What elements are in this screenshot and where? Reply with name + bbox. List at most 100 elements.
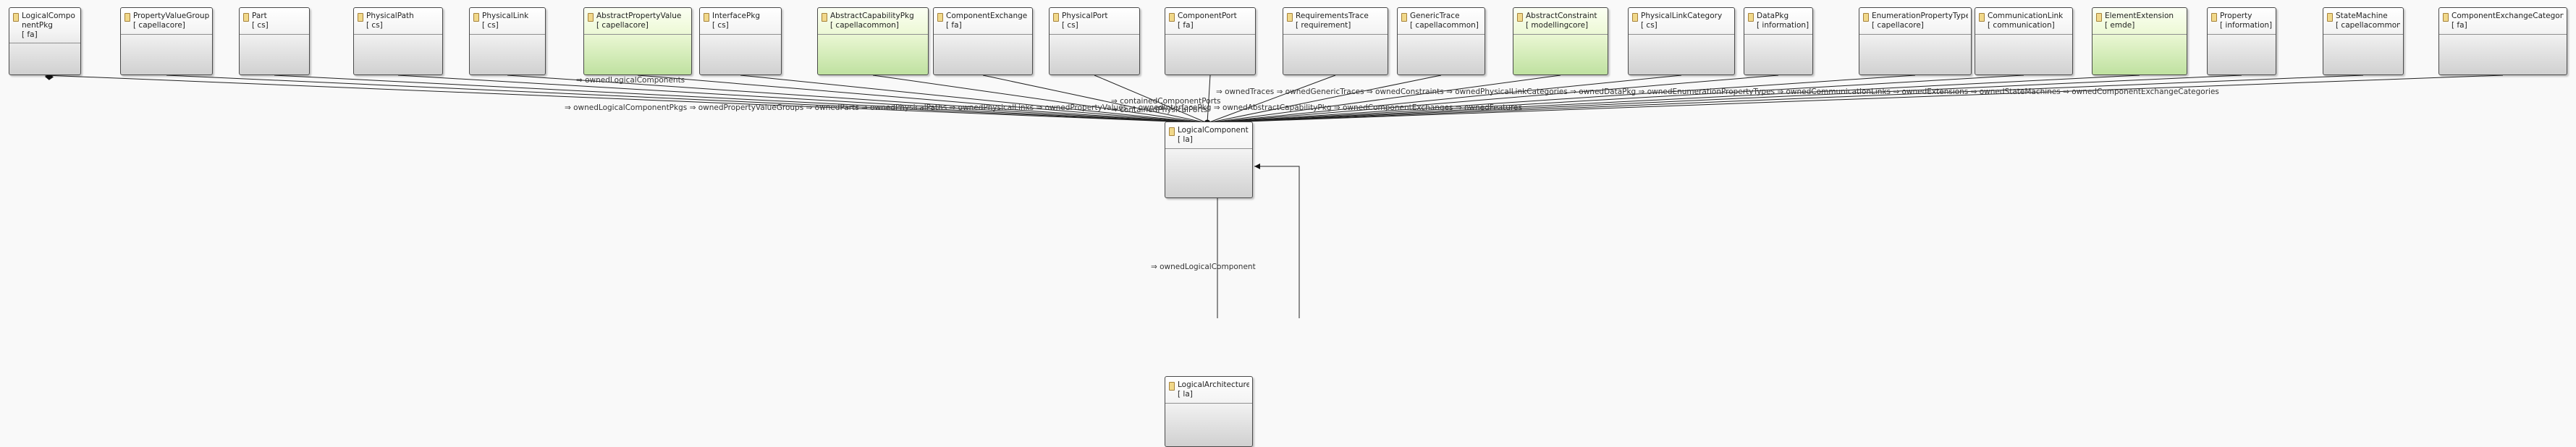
node-text: PhysicalPath[ cs]	[366, 12, 439, 30]
class-icon	[1748, 13, 1754, 22]
class-icon	[1517, 13, 1523, 22]
node-header: AbstractConstraint[ modellingcore]	[1517, 12, 1605, 30]
composition-edge-property-value-group[interactable]	[166, 74, 1208, 124]
class-package: [ capellacore]	[596, 21, 649, 30]
class-node-physical-link-category[interactable]: PhysicalLinkCategory[ cs]	[1628, 7, 1735, 75]
composition-edge-physical-link[interactable]	[507, 74, 1208, 124]
composition-edge-physical-link-category[interactable]	[1207, 74, 1682, 124]
node-header: CommunicationLink[ communication]	[1979, 12, 2069, 30]
class-name: ComponentExchange	[946, 12, 1028, 20]
class-node-enumeration-property-type[interactable]: EnumerationPropertyType[ capellacore]	[1859, 7, 1972, 75]
class-node-communication-link[interactable]: CommunicationLink[ communication]	[1975, 7, 2073, 75]
class-icon	[13, 13, 19, 22]
composition-edge-abstract-capability-pkg[interactable]	[872, 74, 1208, 124]
class-node-physical-path[interactable]: PhysicalPath[ cs]	[353, 7, 443, 75]
class-package: [ emde]	[2105, 21, 2135, 30]
class-name: StateMachine	[2336, 12, 2388, 20]
composition-edge-property[interactable]	[1207, 74, 2242, 124]
composition-edge-component-exchange-category[interactable]	[1207, 74, 2504, 124]
composition-edge-part[interactable]	[274, 74, 1208, 124]
node-text: Property[ information]	[2220, 12, 2273, 30]
node-header: PhysicalLinkCategory[ cs]	[1632, 12, 1731, 30]
class-name: InterfacePkg	[712, 12, 761, 20]
class-node-part[interactable]: Part[ cs]	[239, 7, 310, 75]
compartment-divider	[934, 34, 1032, 35]
composition-edge-abstract-constraint[interactable]	[1207, 74, 1561, 124]
class-icon	[1053, 13, 1059, 22]
class-package: [ la]	[1178, 135, 1193, 144]
composition-edge-component-exchange[interactable]	[982, 74, 1208, 124]
class-package: [ capellacore]	[133, 21, 185, 30]
composition-edge-owned-logical-components[interactable]	[1230, 166, 1300, 318]
compartment-divider	[1629, 34, 1734, 35]
node-header: ElementExtension[ emde]	[2096, 12, 2184, 30]
class-node-logical-component[interactable]: LogicalComponent[ la]	[1165, 122, 1253, 198]
class-node-element-extension[interactable]: ElementExtension[ emde]	[2092, 7, 2187, 75]
class-name: PhysicalPort	[1062, 12, 1108, 20]
node-header: PhysicalPath[ cs]	[358, 12, 439, 30]
class-package: [ capellacommon]	[830, 21, 899, 30]
class-package: [ fa]	[22, 30, 38, 39]
class-node-logical-architecture[interactable]: LogicalArchitecture[ la]	[1165, 376, 1253, 447]
class-name: LogicalComponentPkg	[22, 12, 75, 30]
composition-edge-data-pkg[interactable]	[1207, 74, 1779, 124]
composition-edge-physical-port[interactable]	[1094, 74, 1208, 124]
compartment-divider	[121, 34, 212, 35]
composition-edge-communication-link[interactable]	[1207, 74, 2024, 124]
compartment-divider	[2323, 34, 2403, 35]
node-header: ComponentExchange[ fa]	[937, 12, 1029, 30]
composition-edge-state-machine[interactable]	[1207, 74, 2364, 124]
compartment-divider	[700, 34, 781, 35]
class-icon	[1863, 13, 1869, 22]
composition-edge-requirements-trace[interactable]	[1207, 74, 1336, 124]
class-package: [ information]	[2220, 21, 2273, 30]
node-text: PhysicalLinkCategory[ cs]	[1641, 12, 1731, 30]
class-icon	[2096, 13, 2102, 22]
compartment-divider	[1283, 34, 1388, 35]
node-text: StateMachine[ capellacommon]	[2336, 12, 2400, 30]
edge-label-owned-logical-components: ⇒ ownedLogicalComponents	[576, 76, 685, 85]
composition-edge-element-extension[interactable]	[1207, 74, 2140, 124]
class-name: RequirementsTrace	[1296, 12, 1369, 20]
class-node-physical-link[interactable]: PhysicalLink[ cs]	[469, 7, 546, 75]
class-node-data-pkg[interactable]: DataPkg[ information]	[1744, 7, 1813, 75]
class-name: ElementExtension	[2105, 12, 2174, 20]
composition-edge-enumeration-property-type[interactable]	[1207, 74, 1916, 124]
node-text: InterfacePkg[ cs]	[712, 12, 778, 30]
class-node-property[interactable]: Property[ information]	[2207, 7, 2276, 75]
node-text: RequirementsTrace[ requirement]	[1296, 12, 1385, 30]
class-node-component-port[interactable]: ComponentPort[ fa]	[1165, 7, 1256, 75]
class-name: EnumerationPropertyType	[1872, 12, 1968, 20]
composition-edge-abstract-property-value[interactable]	[637, 74, 1208, 124]
class-node-abstract-capability-pkg[interactable]: AbstractCapabilityPkg[ capellacommon]	[817, 7, 929, 75]
class-node-interface-pkg[interactable]: InterfacePkg[ cs]	[699, 7, 782, 75]
diagram-canvas: ⇒ ownedLogicalComponents⇒ ownedLogicalCo…	[9, 7, 2567, 447]
class-node-state-machine[interactable]: StateMachine[ capellacommon]	[2323, 7, 2404, 75]
class-icon	[2443, 13, 2449, 22]
composition-edge-component-port[interactable]	[1207, 74, 1211, 124]
node-header: GenericTrace[ capellacommon]	[1401, 12, 1482, 30]
class-node-abstract-property-value[interactable]: AbstractPropertyValue[ capellacore]	[583, 7, 692, 75]
class-package: [ capellacommon]	[2336, 21, 2400, 30]
node-text: ComponentExchange[ fa]	[946, 12, 1029, 30]
composition-edge-interface-pkg[interactable]	[740, 74, 1208, 124]
compartment-divider	[1975, 34, 2072, 35]
composition-edge-physical-path[interactable]	[397, 74, 1208, 124]
class-node-logical-component-pkg[interactable]: LogicalComponentPkg[ fa]	[9, 7, 81, 75]
composition-edge-generic-trace[interactable]	[1207, 74, 1442, 124]
class-node-requirements-trace[interactable]: RequirementsTrace[ requirement]	[1283, 7, 1388, 75]
class-icon	[2211, 13, 2217, 22]
arrow-head-left	[1254, 163, 1260, 169]
class-node-generic-trace[interactable]: GenericTrace[ capellacommon]	[1397, 7, 1485, 75]
class-name: PhysicalPath	[366, 12, 414, 20]
class-name: AbstractConstraint	[1526, 12, 1597, 20]
class-node-physical-port[interactable]: PhysicalPort[ cs]	[1049, 7, 1140, 75]
class-node-property-value-group[interactable]: PropertyValueGroup[ capellacore]	[120, 7, 213, 75]
class-node-component-exchange[interactable]: ComponentExchange[ fa]	[933, 7, 1033, 75]
class-node-component-exchange-category[interactable]: ComponentExchangeCategory[ fa]	[2438, 7, 2567, 75]
class-node-abstract-constraint[interactable]: AbstractConstraint[ modellingcore]	[1513, 7, 1608, 75]
node-header: LogicalComponentPkg[ fa]	[13, 12, 77, 40]
class-icon	[358, 13, 363, 22]
class-name: DataPkg	[1757, 12, 1789, 20]
composition-edge-logical-component-pkg[interactable]	[44, 74, 1208, 124]
